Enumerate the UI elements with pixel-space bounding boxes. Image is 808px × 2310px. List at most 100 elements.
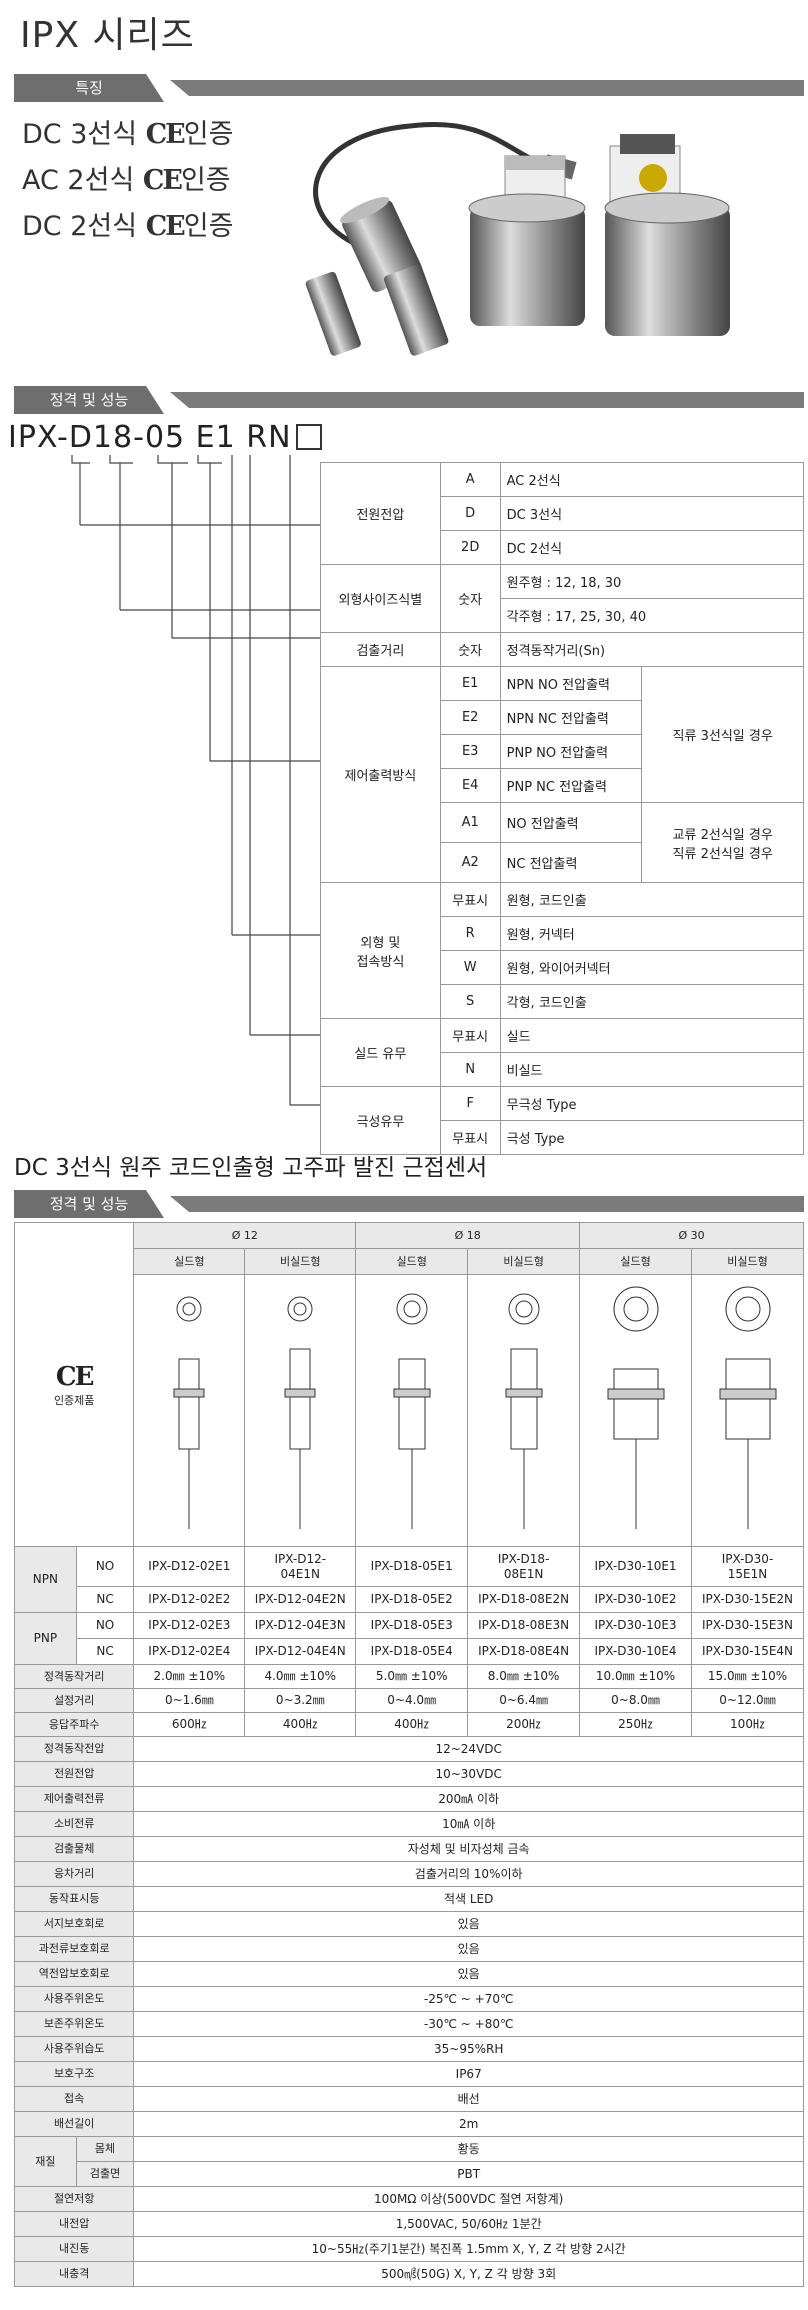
code-desc: AC 2선식 (499, 462, 805, 497)
code-desc: 비실드 (499, 1052, 805, 1087)
code-desc: PNP NC 전압출력 (499, 768, 643, 803)
code-group-label: 극성유무 (320, 1086, 441, 1155)
size-header: Ø 12 (133, 1222, 357, 1249)
code-desc: DC 2선식 (499, 530, 805, 565)
code-value: 무표시 (439, 1120, 501, 1155)
dimension-drawing (355, 1274, 469, 1547)
code-value: N (439, 1052, 501, 1087)
option-box (295, 424, 322, 450)
section-bar-ordering: 정격 및 성능 (14, 386, 804, 414)
model-cell: IPX-D12-02E4 (133, 1638, 246, 1665)
dimension-drawing (691, 1274, 804, 1547)
spec-label: 역전압보호회로 (13, 1961, 135, 1987)
section-label: 정격 및 성능 (14, 1190, 164, 1218)
model-cell: IPX-D30-15E3N (691, 1612, 804, 1639)
type-header: 실드형 (355, 1248, 469, 1275)
code-value: E2 (439, 700, 501, 735)
code-group-label: 제어출력방식 (320, 666, 441, 883)
spec-label: 동작표시등 (13, 1886, 135, 1912)
code-connector-lines (71, 455, 320, 1106)
code-desc: 원형, 커넥터 (499, 916, 805, 951)
code-value: A (439, 462, 501, 497)
spec-label: 배선길이 (13, 2111, 135, 2137)
code-desc: 무극성 Type (499, 1086, 805, 1121)
model-cell: IPX-D18-08E1N (467, 1546, 581, 1587)
page-title: IPX 시리즈 (20, 15, 195, 56)
code-value: R (439, 916, 501, 951)
code-desc: 원형, 코드인출 (499, 882, 805, 917)
type-header: 비실드형 (467, 1248, 581, 1275)
code-value: 2D (439, 530, 501, 565)
code-desc: 각주형 : 17, 25, 30, 40 (499, 598, 805, 633)
model-cell: IPX-D18-08E2N (467, 1586, 581, 1613)
code-note: 직류 3선식일 경우 (641, 666, 804, 803)
code-value: D (439, 496, 501, 531)
material-label: 재질 (14, 2136, 77, 2187)
code-group-label: 실드 유무 (320, 1018, 441, 1087)
spec-label: 검출면 (75, 2161, 135, 2187)
model-cell: IPX-D12-02E1 (133, 1546, 246, 1587)
size-header: Ø 18 (355, 1222, 581, 1249)
model-cell: IPX-D30-15E1N (691, 1546, 804, 1587)
spec-label: 서지보호회로 (13, 1911, 135, 1937)
type-header: 비실드형 (691, 1248, 804, 1275)
code-value: A1 (439, 802, 501, 843)
model-code: IPX-D18-05 E1 RN (8, 420, 322, 455)
model-cell: IPX-D12-02E2 (133, 1586, 246, 1613)
code-desc: NPN NO 전압출력 (499, 666, 643, 701)
model-cell: IPX-D12-04E1N (244, 1546, 357, 1587)
spec-label: 접속 (13, 2086, 135, 2112)
code-desc: 원주형 : 12, 18, 30 (499, 564, 805, 599)
model-cell: IPX-D30-15E2N (691, 1586, 804, 1613)
cert-cell: CE 인증제품 (13, 1222, 135, 1547)
model-cell: IPX-D30-10E4 (579, 1638, 692, 1665)
code-desc: 극성 Type (499, 1120, 805, 1155)
spec-table: CE 인증제품 Ø 12 Ø 18 Ø 30 실드형 비실드형 실드형 비실드형… (13, 1222, 804, 2287)
model-cell: IPX-D18-08E3N (467, 1612, 581, 1639)
dimension-drawing (579, 1274, 692, 1547)
code-desc: NPN NC 전압출력 (499, 700, 643, 735)
code-desc: DC 3선식 (499, 496, 805, 531)
code-value: S (439, 984, 501, 1019)
spec-label: 내전압 (13, 2211, 135, 2237)
spec-label: 사용주위온도 (13, 1986, 135, 2012)
model-cell: IPX-D12-02E3 (133, 1612, 246, 1639)
model-cell: IPX-D12-04E2N (244, 1586, 357, 1613)
product-photo (305, 122, 730, 356)
model-cell: IPX-D18-05E2 (355, 1586, 469, 1613)
npn-label: NPN (14, 1546, 77, 1613)
code-value: E4 (439, 768, 501, 803)
pnp-label: PNP (14, 1612, 77, 1665)
spec-label: 절연저항 (13, 2186, 135, 2212)
model-cell: IPX-D30-10E3 (579, 1612, 692, 1639)
code-value: 숫자 (439, 564, 501, 633)
code-desc: 정격동작거리(Sn) (499, 632, 805, 667)
code-value: E3 (439, 734, 501, 769)
spec-label: 과전류보호회로 (13, 1936, 135, 1962)
spec-label: 정격동작전압 (13, 1736, 135, 1762)
model-cell: IPX-D30-10E1 (579, 1546, 692, 1587)
spec-label: 내진동 (13, 2236, 135, 2262)
model-cell: IPX-D30-10E2 (579, 1586, 692, 1613)
spec-label: 응차거리 (13, 1861, 135, 1887)
code-value: 무표시 (439, 882, 501, 917)
spec-label: 몸체 (75, 2136, 135, 2162)
spec-label: 보호구조 (13, 2061, 135, 2087)
spec-label: 검출물체 (13, 1836, 135, 1862)
code-value: E1 (439, 666, 501, 701)
section-bar-specs: 정격 및 성능 (14, 1190, 804, 1218)
code-group-label: 검출거리 (320, 632, 441, 667)
code-value: A2 (439, 842, 501, 883)
product-title: DC 3선식 원주 코드인출형 고주파 발진 근접센서 (14, 1155, 488, 1181)
spec-label: 사용주위습도 (13, 2036, 135, 2062)
model-cell: IPX-D18-05E3 (355, 1612, 469, 1639)
code-value: F (439, 1086, 501, 1121)
code-group-label: 외형사이즈식별 (320, 564, 441, 633)
spec-label: 소비전류 (13, 1811, 135, 1837)
dimension-drawing (133, 1274, 246, 1547)
feature-item: AC 2선식 CE인증 (22, 165, 231, 196)
code-desc: 각형, 코드인출 (499, 984, 805, 1019)
code-desc: 실드 (499, 1018, 805, 1053)
dimension-drawing (244, 1274, 357, 1547)
